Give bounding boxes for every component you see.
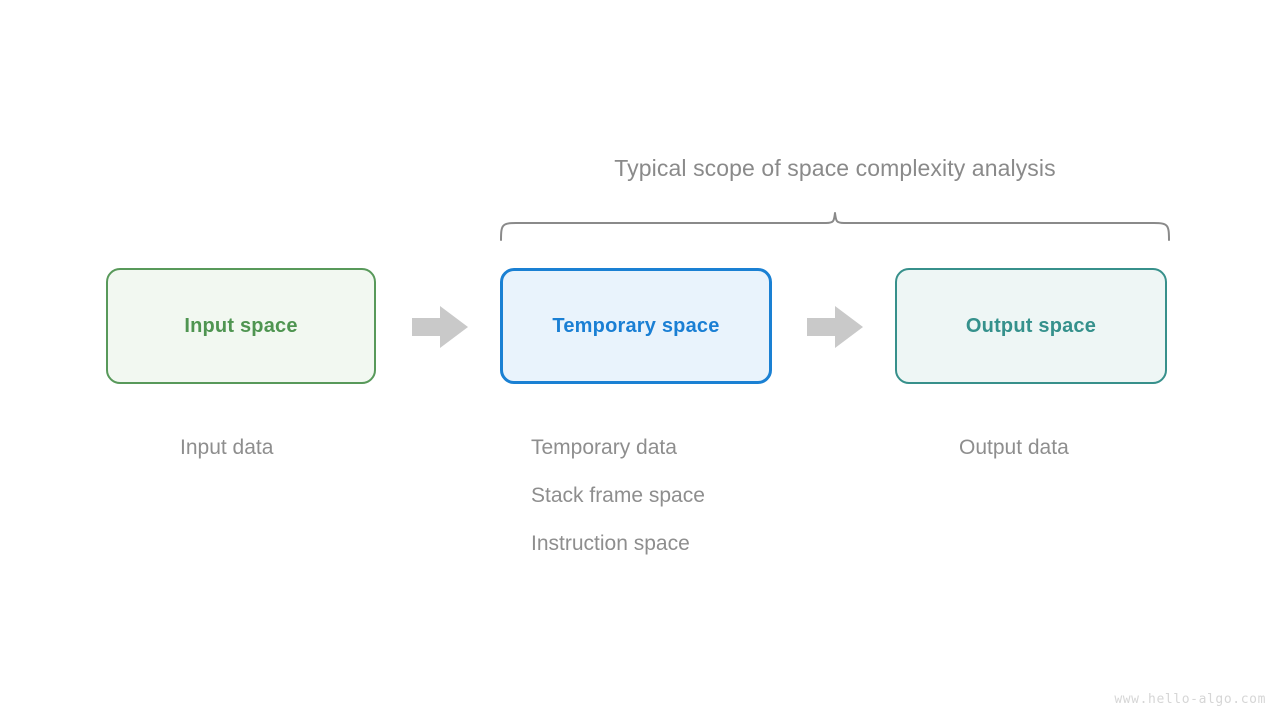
caption-line: Output data [959, 436, 1069, 459]
caption-line: Temporary data [531, 436, 677, 459]
scope-brace-icon [500, 212, 1170, 241]
input-space-box[interactable]: Input space [106, 268, 376, 384]
arrow-right-icon-temporary-to-output [807, 306, 863, 348]
scope-title: Typical scope of space complexity analys… [0, 155, 1280, 182]
output-space-label: Output space [965, 314, 1097, 337]
temporary-space-label: Temporary space [552, 314, 720, 337]
watermark: www.hello-algo.com [1114, 692, 1266, 707]
temporary-space-box[interactable]: Temporary space [500, 268, 772, 384]
temporary-caption-group: Temporary data Stack frame space Instruc… [531, 424, 705, 568]
arrow-right-icon-input-to-temporary [412, 306, 468, 348]
output-space-box[interactable]: Output space [895, 268, 1167, 384]
caption-line: Input data [180, 436, 274, 459]
caption-line: Stack frame space [531, 484, 705, 507]
output-caption-group: Output data [959, 424, 1069, 472]
caption-line: Instruction space [531, 532, 690, 555]
scope-title-text: Typical scope of space complexity analys… [614, 155, 1056, 181]
input-caption-group: Input data [180, 424, 273, 472]
input-space-label: Input space [184, 314, 298, 337]
